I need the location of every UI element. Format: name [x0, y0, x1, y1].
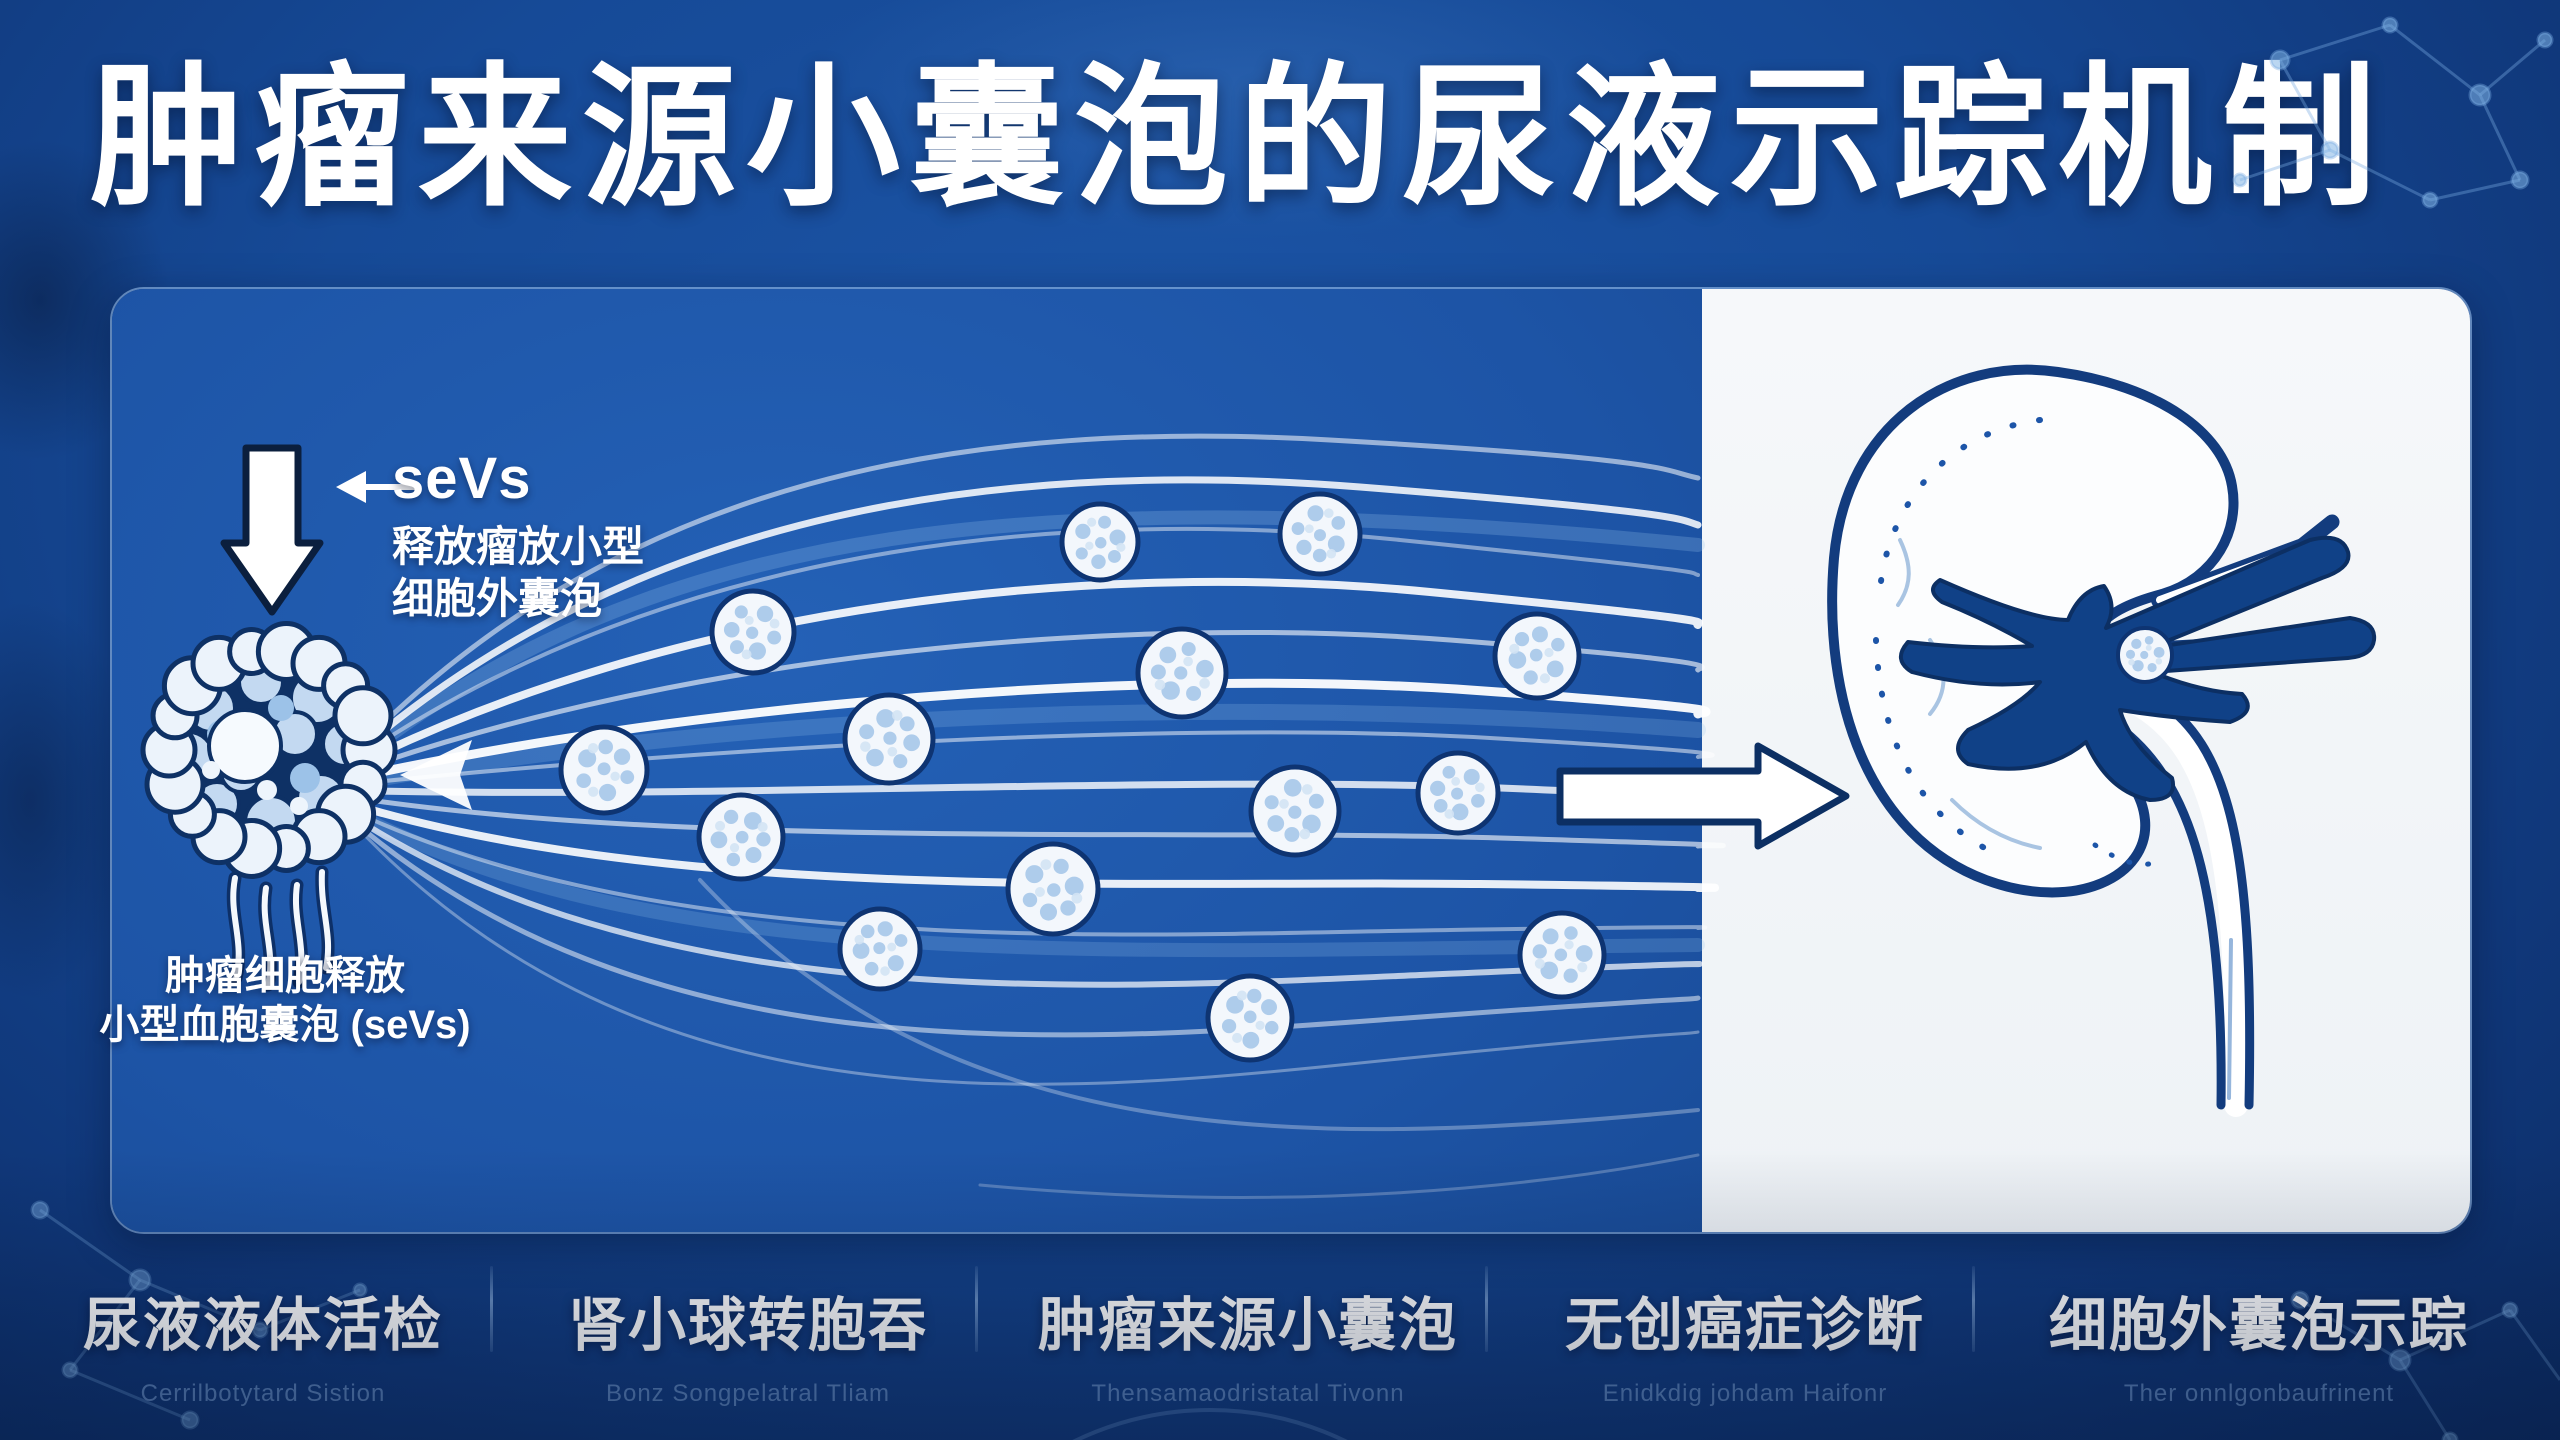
footer-separator — [490, 1266, 493, 1352]
footer-item-glomerular-transcytosis: 肾小球转胞吞 Bonz Songpelatral Tliam — [488, 1278, 1008, 1408]
footer-label: 细胞外囊泡示踪 — [2048, 1293, 2469, 1358]
tumor-caption-line2: 小型血胞囊泡 (seVs) — [99, 1002, 471, 1047]
sev-callout: seVs 释放瘤放小型 细胞外囊泡 — [392, 445, 644, 623]
sev-release-line1: 释放瘤放小型 — [392, 523, 645, 570]
footer-item-urine-biopsy: 尿液液体活检 Cerrilbotytard Sistion — [3, 1278, 523, 1408]
footer-label: 尿液液体活检 — [82, 1293, 443, 1358]
tumor-caption-line1: 肿瘤细胞释放 — [164, 954, 405, 998]
footer-item-tumor-derived-vesicles: 肿瘤来源小囊泡 Thensamaodristatal Tivonn — [988, 1278, 1508, 1408]
network-decoration-bottom-center-arc — [1072, 1408, 1348, 1440]
tumor-cell-caption: 肿瘤细胞释放 小型血胞囊泡 (seVs) — [99, 952, 470, 1050]
page-title: 肿瘤来源小囊泡的尿液示踪机制 — [90, 52, 2387, 224]
footer-label: 肾小球转胞吞 — [567, 1293, 928, 1358]
footer-separator — [975, 1266, 978, 1352]
footer-subtitle: Enidkdig johdam Haifonr — [1602, 1380, 1888, 1407]
panel-blue-section — [112, 289, 1702, 1232]
footer-subtitle: Cerrilbotytard Sistion — [140, 1380, 386, 1407]
panel-white-section — [1702, 289, 2470, 1232]
footer-subtitle: Ther onnlgonbaufrinent — [2123, 1380, 2395, 1407]
footer-subtitle: Thensamaodristatal Tivonn — [1091, 1380, 1405, 1407]
footer-separator — [1972, 1266, 1975, 1352]
diagram-panel — [110, 287, 2472, 1234]
footer-separator — [1485, 1266, 1488, 1352]
footer-item-ev-tracing: 细胞外囊泡示踪 Ther onnlgonbaufrinent — [1999, 1278, 2519, 1408]
sev-release-line2: 细胞外囊泡 — [392, 574, 603, 622]
footer-item-noninvasive-diagnosis: 无创癌症诊断 Enidkdig johdam Haifonr — [1485, 1278, 2005, 1408]
footer-label: 无创癌症诊断 — [1564, 1293, 1925, 1358]
footer-subtitle: Bonz Songpelatral Tliam — [605, 1380, 891, 1407]
sev-label: seVs — [392, 446, 532, 511]
footer-label: 肿瘤来源小囊泡 — [1037, 1293, 1458, 1358]
